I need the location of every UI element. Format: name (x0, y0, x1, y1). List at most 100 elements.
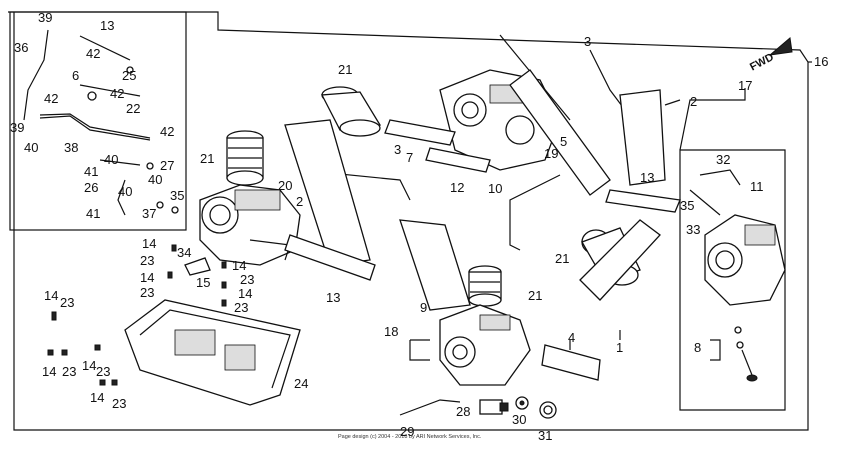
label-3: 3 (584, 34, 591, 49)
part-labels: 39 36 13 42 25 6 42 42 22 39 42 40 38 40… (10, 10, 828, 443)
label-2: 2 (690, 94, 697, 109)
label-23: 23 (140, 253, 154, 268)
label-6: 6 (72, 68, 79, 83)
part-31 (539, 401, 557, 419)
bottom-carburetor (439, 304, 531, 386)
label-36: 36 (14, 40, 28, 55)
label-42: 42 (110, 86, 124, 101)
label-40: 40 (148, 172, 162, 187)
plate-1 (579, 219, 661, 301)
right-carburetor (689, 169, 786, 306)
label-19: 19 (544, 146, 558, 161)
label-27: 27 (160, 158, 174, 173)
float-chamber (124, 299, 301, 406)
label-21: 21 (528, 288, 542, 303)
label-41: 41 (86, 206, 100, 221)
label-14: 14 (232, 258, 246, 273)
center-plate-9 (399, 219, 471, 311)
inset-box (9, 11, 187, 231)
label-40: 40 (104, 152, 118, 167)
label-14: 14 (238, 286, 252, 301)
copyright-text: Page design (c) 2004 - 2018 by ARI Netwo… (338, 434, 482, 440)
label-42: 42 (44, 91, 58, 106)
label-7: 7 (406, 150, 413, 165)
label-23: 23 (140, 285, 154, 300)
label-23: 23 (240, 272, 254, 287)
label-23: 23 (62, 364, 76, 379)
stay-plate-20 (284, 119, 371, 266)
label-14: 14 (90, 390, 104, 405)
label-23: 23 (234, 300, 248, 315)
leader-lines (409, 61, 812, 361)
label-39: 39 (10, 120, 24, 135)
label-13: 13 (640, 170, 654, 185)
label-5: 5 (560, 134, 567, 149)
label-42: 42 (160, 124, 174, 139)
label-14: 14 (44, 288, 58, 303)
label-12: 12 (450, 180, 464, 195)
rod-10 (509, 174, 561, 251)
left-carburetor (199, 184, 301, 266)
label-35: 35 (170, 188, 184, 203)
bracket-12 (425, 147, 491, 173)
label-26: 26 (84, 180, 98, 195)
bracket-13 (284, 234, 376, 281)
label-28: 28 (456, 404, 470, 419)
label-29: 29 (400, 424, 414, 439)
label-11: 11 (750, 179, 764, 194)
label-21: 21 (200, 151, 214, 166)
label-14: 14 (82, 358, 96, 373)
right-assembly-box (679, 149, 786, 411)
label-10: 10 (488, 181, 502, 196)
label-32: 32 (716, 152, 730, 167)
label-33: 33 (686, 222, 700, 237)
label-1: 1 (616, 340, 623, 355)
label-41: 41 (84, 164, 98, 179)
label-8: 8 (694, 340, 701, 355)
label-14: 14 (42, 364, 56, 379)
label-16: 16 (814, 54, 828, 69)
label-40: 40 (24, 140, 38, 155)
fwd-label: FWD (748, 51, 776, 73)
label-21: 21 (338, 62, 352, 77)
label-14: 14 (140, 270, 154, 285)
label-24: 24 (294, 376, 308, 391)
label-13: 13 (326, 290, 340, 305)
label-23: 23 (112, 396, 126, 411)
label-20: 20 (278, 178, 292, 193)
screw-8 (734, 326, 758, 382)
label-35: 35 (680, 198, 694, 213)
stay-plate-2a (509, 69, 611, 196)
label-15: 15 (196, 275, 210, 290)
label-30: 30 (512, 412, 526, 427)
label-21: 21 (555, 251, 569, 266)
label-39: 39 (38, 10, 52, 25)
bracket-13b (605, 189, 681, 213)
label-2: 2 (296, 194, 303, 209)
label-3: 3 (394, 142, 401, 157)
label-23: 23 (60, 295, 74, 310)
fwd-arrow-icon: FWD (748, 37, 793, 74)
plate-4 (541, 344, 601, 381)
top-intake-rubber (320, 86, 382, 137)
label-31: 31 (538, 428, 552, 443)
label-17: 17 (738, 78, 752, 93)
label-23: 23 (96, 364, 110, 379)
label-40: 40 (118, 184, 132, 199)
label-13: 13 (100, 18, 114, 33)
label-4: 4 (568, 330, 575, 345)
label-42: 42 (86, 46, 100, 61)
label-14: 14 (142, 236, 156, 251)
bottom-intake-rubber (468, 265, 502, 307)
part-30 (515, 396, 529, 410)
part-28 (479, 399, 509, 415)
label-37: 37 (142, 206, 156, 221)
label-22: 22 (126, 101, 140, 116)
outer-frame (8, 11, 809, 431)
label-9: 9 (420, 300, 427, 315)
inset-hoses (23, 29, 179, 216)
small-screws (47, 244, 227, 386)
left-intake-rubber (226, 130, 264, 186)
label-38: 38 (64, 140, 78, 155)
